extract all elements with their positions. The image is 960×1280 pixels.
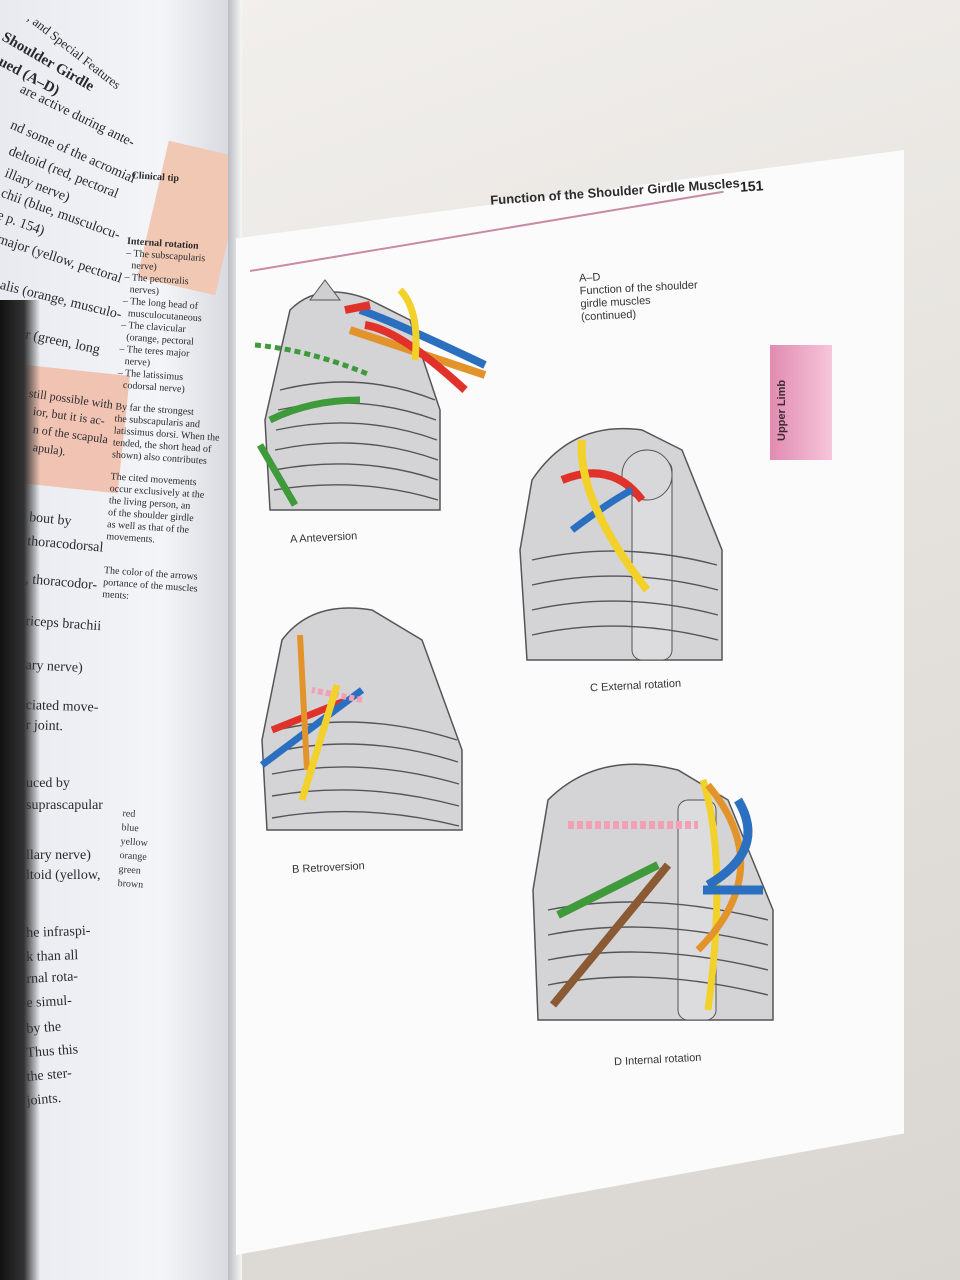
mid-text-line: movements. [105,531,156,546]
left-page: , and Special Features e Shoulder Girdle… [0,0,232,1280]
figure-b-illustration [252,580,482,840]
mid-text-line: nerve) [124,355,151,369]
figure-a-illustration [250,270,490,520]
left-text-line: suprascapular [26,798,103,813]
mid-text-line: ments: [101,588,130,602]
legend-item: brown [117,877,144,891]
section-tab-label: Upper Limb [776,379,788,441]
left-text-line: major (yellow, pectoral [0,232,124,287]
clinical-tip-label: Clinical tip [131,170,180,185]
left-text-line: ltoid (yellow, [26,868,101,883]
left-text-line: llary nerve) [26,848,91,863]
section-thumb-tab: Upper Limb [770,345,832,460]
figure-c-illustration [512,400,732,670]
arrow-color-legend: red blue yellow orange green brown [117,807,150,893]
figure-d-illustration [528,740,788,1030]
thumb-shadow [0,300,40,1280]
figure-caption: A–D Function of the shoulder girdle musc… [579,264,751,325]
page-number: 151 [739,177,764,195]
mid-text-line: nerves) [129,284,160,298]
mid-text-line: nerve) [130,260,158,273]
